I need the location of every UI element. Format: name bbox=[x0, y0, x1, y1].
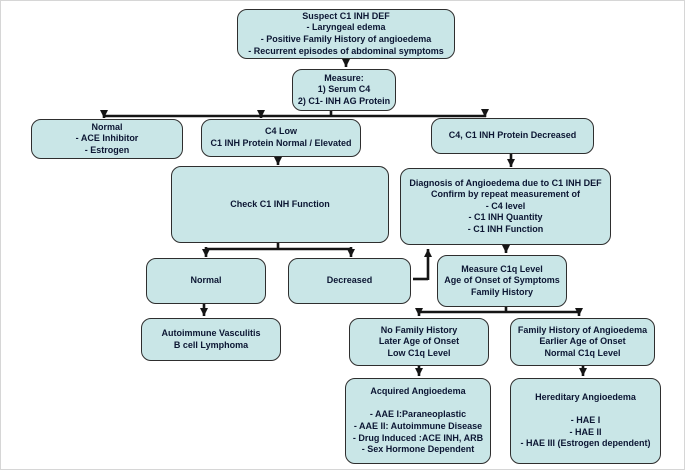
node-hereditary-angioedema: Hereditary Angioedema - HAE I - HAE II -… bbox=[510, 378, 661, 464]
node-c4-low-protein-normal: C4 Low C1 INH Protein Normal / Elevated bbox=[201, 119, 361, 157]
node-function-decreased: Decreased bbox=[288, 258, 411, 304]
node-no-family-history: No Family History Later Age of Onset Low… bbox=[349, 318, 489, 366]
node-c4-c1-protein-decreased: C4, C1 INH Protein Decreased bbox=[431, 118, 594, 154]
node-normal-ace-estrogen: Normal - ACE Inhibitor - Estrogen bbox=[31, 119, 183, 159]
node-function-normal: Normal bbox=[146, 258, 266, 304]
node-diagnosis-angioedema: Diagnosis of Angioedema due to C1 INH DE… bbox=[400, 168, 611, 245]
node-family-history-angioedema: Family History of Angioedema Earlier Age… bbox=[510, 318, 655, 366]
node-check-c1-inh-function: Check C1 INH Function bbox=[171, 166, 389, 243]
node-suspect-c1-inh-def: Suspect C1 INH DEF - Laryngeal edema - P… bbox=[237, 9, 455, 59]
node-measure-c1q-level: Measure C1q Level Age of Onset of Sympto… bbox=[437, 255, 567, 307]
node-acquired-angioedema: Acquired Angioedema - AAE I:Paraneoplast… bbox=[345, 378, 491, 464]
node-autoimmune-vasculitis: Autoimmune Vasculitis B cell Lymphoma bbox=[141, 318, 281, 361]
node-measure-serum-c4: Measure: 1) Serum C4 2) C1- INH AG Prote… bbox=[292, 69, 396, 111]
